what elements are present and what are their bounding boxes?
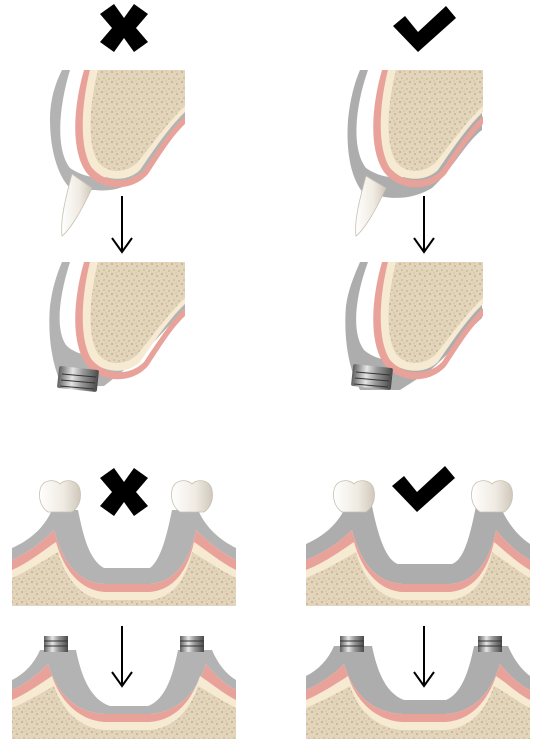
checkmark-icon xyxy=(392,466,455,512)
sagittal-ridge-before xyxy=(348,70,483,236)
down-arrow-icon xyxy=(112,196,132,252)
implant-abutment-icon xyxy=(44,636,68,652)
tooth-icon xyxy=(39,481,80,512)
sagittal-ridge-after xyxy=(345,262,483,390)
down-arrow-icon xyxy=(414,626,434,686)
frontal-ridge-after xyxy=(306,636,530,739)
tooth-icon xyxy=(471,481,512,512)
panel-top-left xyxy=(49,70,185,392)
checkmark-icon xyxy=(393,6,456,52)
cross-icon xyxy=(100,468,148,516)
frontal-ridge-after xyxy=(12,636,236,739)
tooth-icon xyxy=(333,481,374,512)
sagittal-ridge-before xyxy=(50,70,185,236)
tooth-icon xyxy=(171,481,212,512)
implant-abutment-icon xyxy=(180,636,204,652)
panel-top-right xyxy=(345,70,483,390)
sagittal-ridge-after xyxy=(49,262,185,392)
panel-bottom-right xyxy=(306,481,530,739)
implant-abutment-icon xyxy=(340,636,364,652)
implant-abutment-icon xyxy=(478,636,502,652)
implant-abutment-icon xyxy=(57,366,99,392)
down-arrow-icon xyxy=(112,626,132,686)
cross-icon xyxy=(100,4,148,52)
down-arrow-icon xyxy=(414,196,434,252)
panel-bottom-left xyxy=(12,481,236,739)
implant-abutment-icon xyxy=(351,364,393,390)
